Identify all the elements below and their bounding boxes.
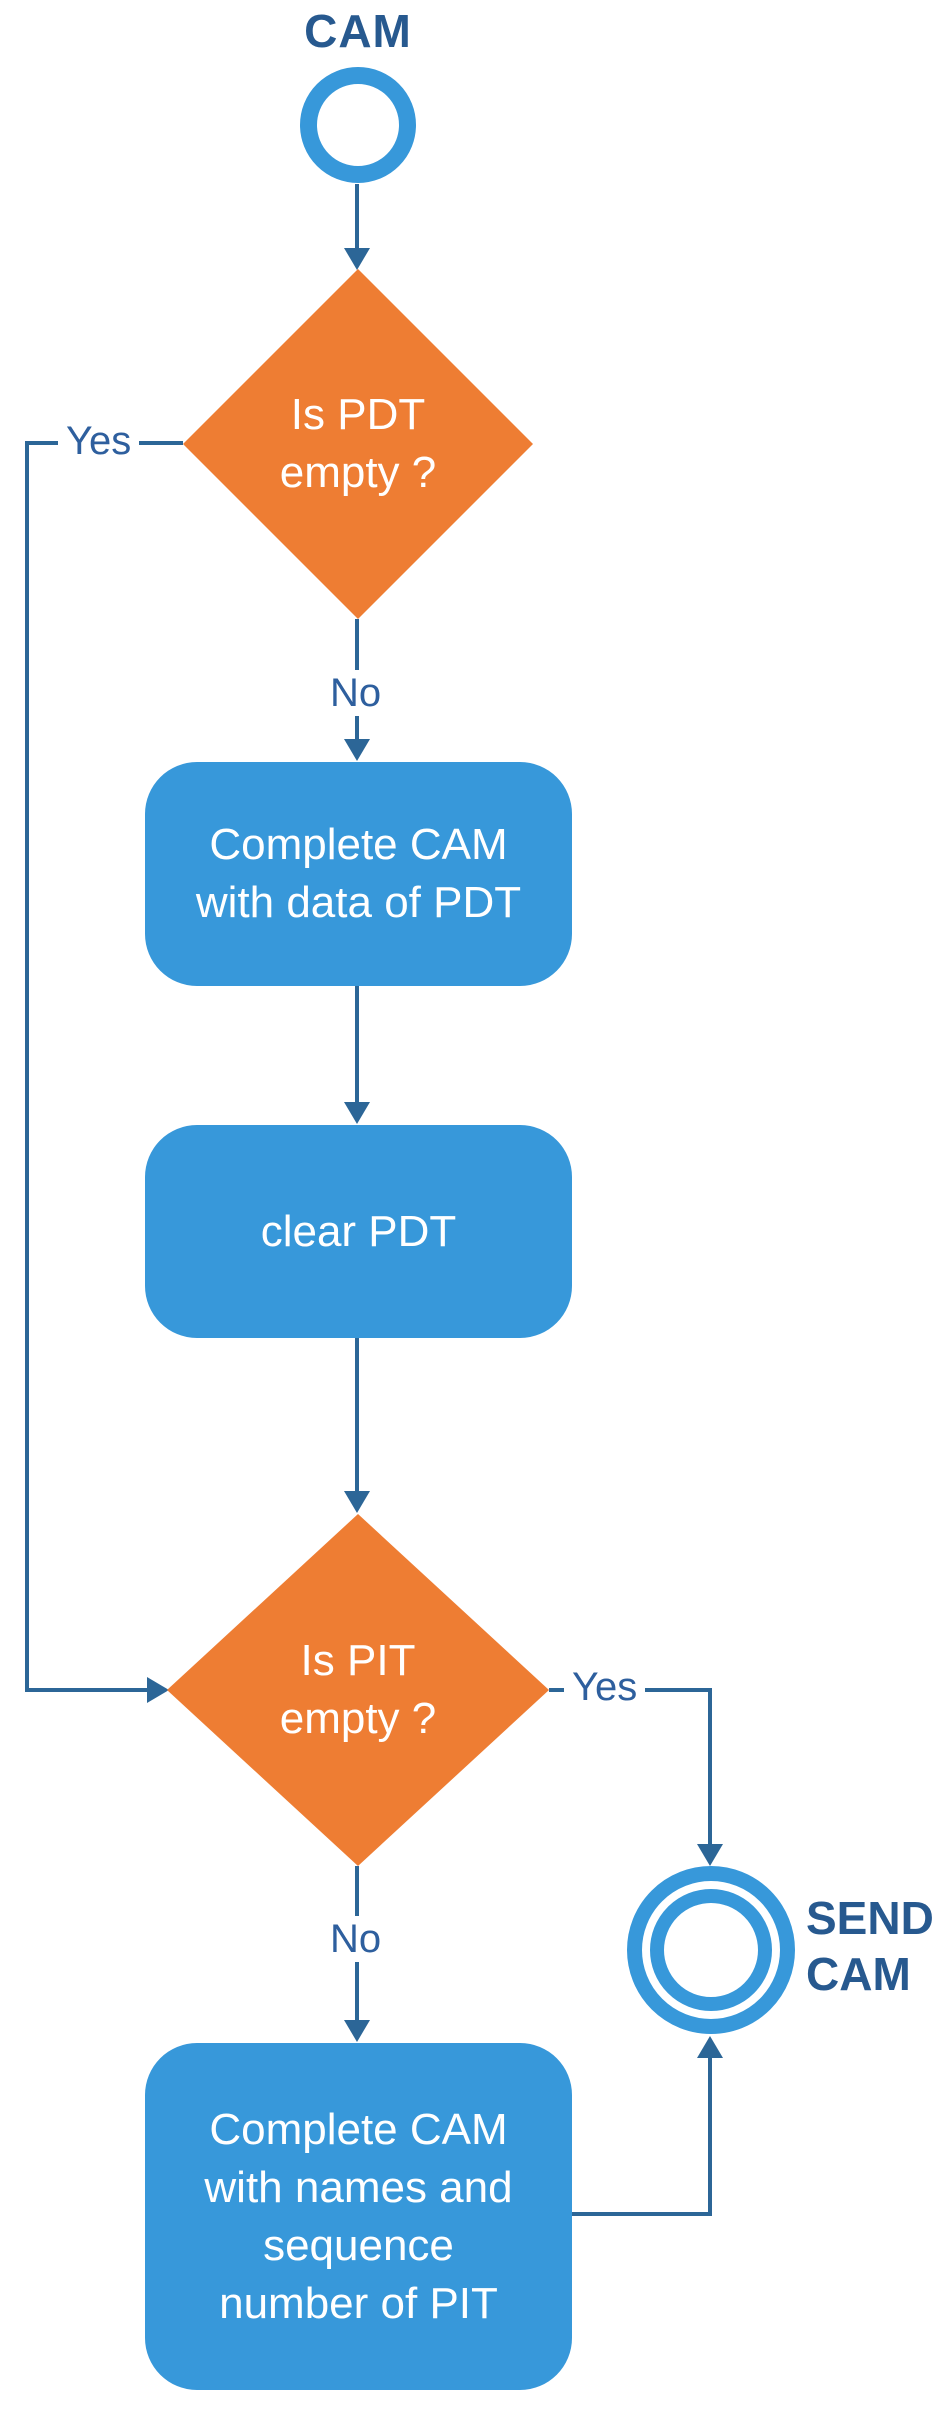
start-node-circle [300, 67, 416, 183]
process-complete-cam-pdt: Complete CAM with data of PDT [145, 762, 572, 986]
process-text-line: Complete CAM [209, 820, 508, 869]
edge-decision2-yes-vertical [708, 1688, 712, 1844]
end-node-label: SEND CAM [806, 1890, 934, 2002]
decision-text-line: Is PDT [290, 390, 426, 439]
edge-label-yes-2: Yes [564, 1664, 646, 1710]
end-node-circle [627, 1866, 795, 2034]
process-text-line: clear PDT [260, 1206, 457, 1256]
decision-is-pit-empty: Is PIT empty ? [167, 1514, 549, 1866]
process-clear-pdt: clear PDT [145, 1125, 572, 1338]
edge-decision1-yes-vertical [25, 441, 29, 1690]
end-node-inner-ring [650, 1889, 772, 2011]
arrowhead-down-icon [344, 248, 370, 270]
edge-process1-to-process2 [355, 986, 359, 1102]
process-text-line: with data of PDT [195, 878, 522, 927]
end-node-label-line: CAM [806, 1948, 911, 2000]
process-text-line: with names and [204, 2162, 513, 2212]
edge-label-no-1: No [322, 670, 390, 716]
edge-decision1-yes-into-decision2 [25, 1688, 147, 1692]
edge-process3-horizontal [572, 2212, 712, 2216]
decision-is-pdt-empty: Is PDT empty ? [183, 269, 533, 619]
start-node-label: CAM [304, 5, 412, 57]
arrowhead-down-icon [697, 1844, 723, 1866]
edge-start-to-decision1 [355, 184, 359, 248]
arrowhead-down-icon [344, 2020, 370, 2042]
process-text-line: number of PIT [219, 2278, 498, 2328]
arrowhead-up-icon [697, 2036, 723, 2058]
arrowhead-down-icon [344, 1102, 370, 1124]
edge-label-no-2: No [322, 1916, 390, 1962]
process-text-line: sequence [263, 2220, 454, 2270]
process-complete-cam-pit: Complete CAM with names and sequence num… [145, 2043, 572, 2390]
edge-process3-vertical [708, 2056, 712, 2216]
arrowhead-down-icon [344, 739, 370, 761]
arrowhead-right-icon [147, 1677, 169, 1703]
decision-text-line: empty ? [279, 1694, 437, 1743]
decision-text-line: empty ? [279, 448, 437, 497]
arrowhead-down-icon [344, 1491, 370, 1513]
process-text-line: Complete CAM [209, 2104, 508, 2154]
edge-label-yes-1: Yes [58, 418, 140, 464]
edge-process2-to-decision2 [355, 1338, 359, 1491]
end-node-label-line: SEND [806, 1892, 934, 1944]
decision-text-line: Is PIT [300, 1636, 416, 1685]
